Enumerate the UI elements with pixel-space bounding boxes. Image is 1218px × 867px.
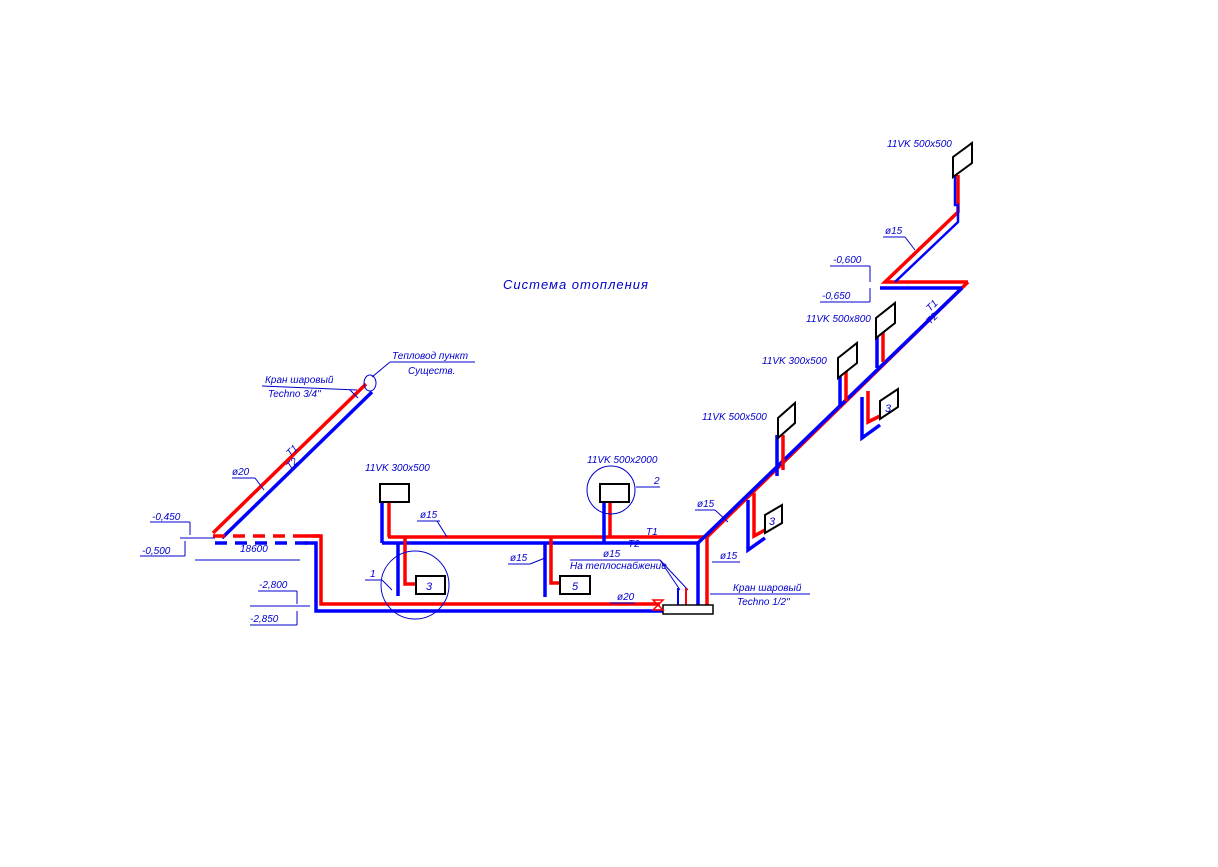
radiator: [837, 340, 858, 381]
radiator-label: 11VK 500x500: [887, 139, 952, 150]
ball-valve-label: Кран шаровый: [733, 583, 802, 594]
ball-valve-icon: [651, 599, 665, 611]
level-label: -0,450: [152, 512, 181, 523]
t2-label: T2: [284, 456, 300, 472]
floor-radiator: [415, 575, 446, 595]
floor-radiator-number: 3: [769, 516, 776, 528]
floor-radiator-number: 5: [572, 581, 579, 593]
radiator-label: 11VK 500x500: [702, 412, 767, 423]
floor-radiator: [764, 503, 783, 535]
heat-point-sublabel: Существ.: [408, 366, 455, 377]
pipe-diameter-label: ø20: [617, 592, 635, 603]
detail-callout-circle: [586, 465, 636, 515]
floor-radiator-number: 3: [885, 403, 892, 415]
level-label: -2,800: [259, 580, 288, 591]
radiator-label: 11VK 300x500: [762, 356, 827, 367]
diagram-title: Система отопления: [503, 277, 649, 292]
pipe-diameter-label: ø15: [697, 499, 715, 510]
radiator-label: 11VK 500x800: [806, 314, 871, 325]
radiator: [599, 483, 630, 503]
heat-supply-label: На теплоснабжение: [570, 560, 667, 572]
ball-valve-label: Кран шаровый: [265, 375, 334, 386]
radiator: [777, 400, 796, 441]
floor-radiator-number: 3: [426, 581, 433, 593]
pipe-diameter-label: ø15: [510, 553, 528, 564]
pipe-diameter-label: ø15: [720, 551, 738, 562]
ball-valve-model: Techno 1/2": [737, 597, 790, 608]
length-label: 18600: [240, 544, 268, 555]
main-supply-diagonal: [211, 374, 377, 540]
callout-number: 2: [653, 476, 660, 487]
level-label: -0,500: [142, 546, 171, 557]
pipe-diameter-label: ø15: [420, 510, 438, 521]
detail-callout-circle: [380, 550, 450, 620]
callout-number: 1: [370, 569, 376, 580]
radiator-label: 11VK 500x2000: [587, 455, 658, 466]
floor-radiator: [879, 387, 899, 421]
heat-point-label: Тепловод пункт: [392, 351, 468, 362]
ball-valve-model: Techno 3/4": [268, 389, 321, 400]
pipe-diameter-label: ø15: [603, 549, 621, 560]
pipe-diameter-label: ø15: [885, 226, 903, 237]
level-label: -2,850: [250, 614, 279, 625]
level-label: -0,650: [822, 291, 851, 302]
radiator-label: 11VK 300x500: [365, 463, 430, 474]
floor-radiator: [559, 575, 591, 595]
radiator: [379, 483, 410, 503]
level-label: -0,600: [833, 255, 862, 266]
pipe-diameter-label: ø20: [232, 467, 250, 478]
heat-point-marker: [363, 374, 377, 392]
radiator: [875, 300, 896, 341]
t2-label: T2: [628, 539, 640, 550]
radiator: [952, 141, 973, 179]
manifold: [662, 604, 714, 615]
t1-label: T1: [646, 527, 658, 538]
